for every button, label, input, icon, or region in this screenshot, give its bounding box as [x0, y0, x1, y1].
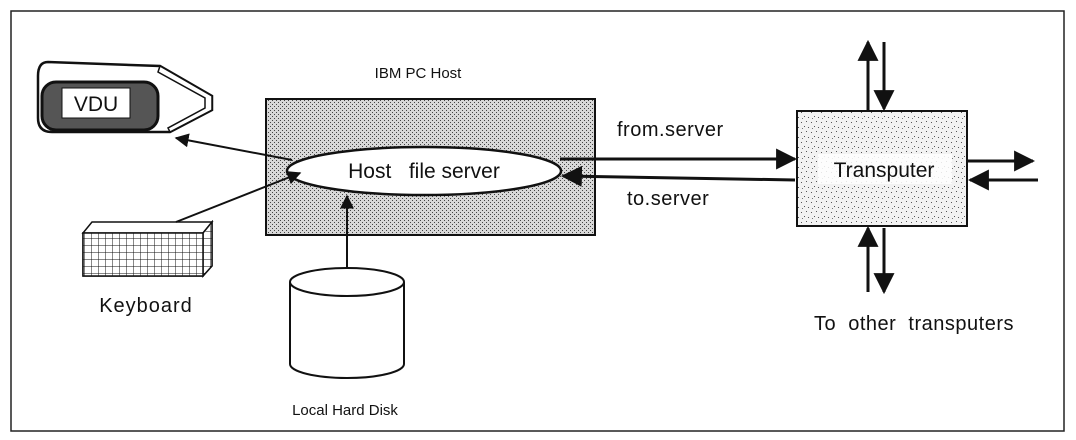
vdu-label: VDU — [74, 93, 118, 116]
keyboard-label: Keyboard — [99, 295, 193, 317]
keyboard-link — [175, 171, 302, 223]
transputer-label: Transputer — [834, 159, 935, 182]
disk-icon — [289, 267, 405, 379]
from-server-label: from.server — [617, 119, 724, 141]
vdu-link — [174, 133, 293, 161]
vdu-terminal: VDU — [36, 60, 214, 134]
other-transputers-label: To other transputers — [814, 313, 1014, 335]
keyboard — [81, 219, 214, 278]
host-server-label: Host file server — [348, 160, 500, 183]
to-server-label: to.server — [627, 188, 709, 210]
figure-frame — [10, 10, 1065, 432]
host-title: IBM PC Host — [375, 65, 463, 82]
to-server-link — [560, 165, 796, 187]
disk-label: Local Hard Disk — [292, 402, 398, 419]
